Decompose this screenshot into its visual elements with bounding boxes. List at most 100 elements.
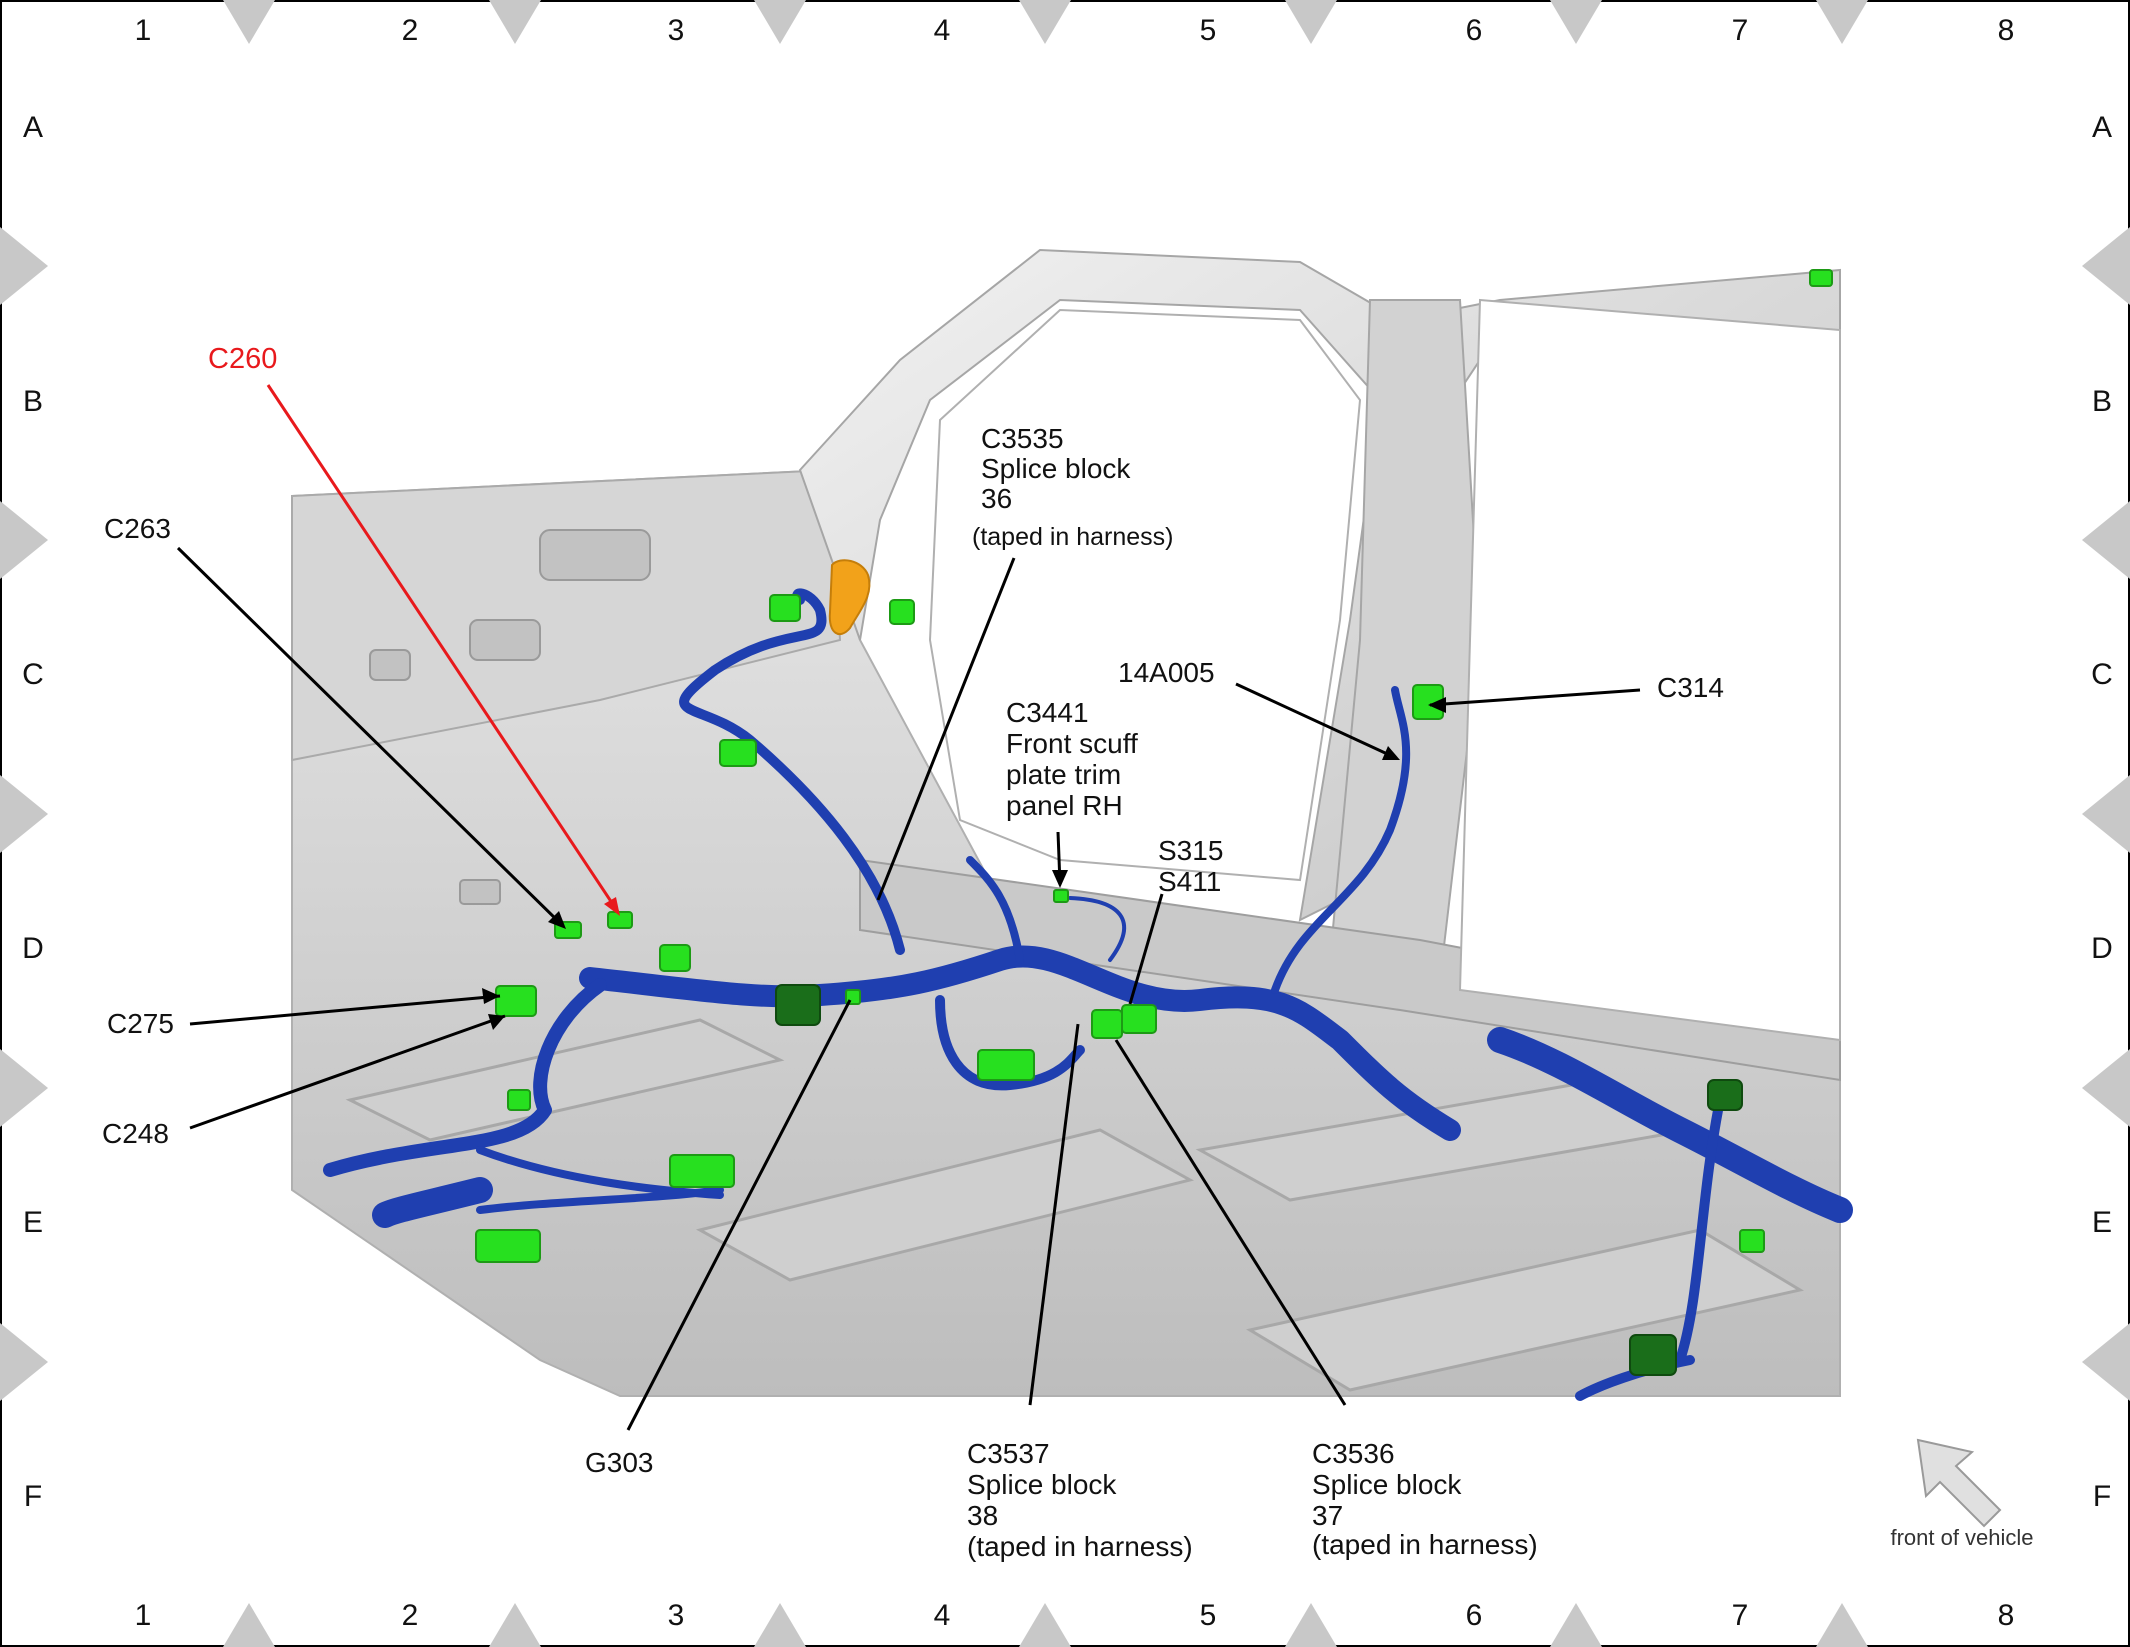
leader-c314 [1429,688,1641,707]
grid-marker-top-1 [223,0,275,44]
rocker-sill [859,858,1841,1082]
connector-front-2 [1739,1229,1765,1253]
arrowhead-14a005 [1382,746,1400,760]
connector-upper-2 [889,599,915,625]
grid-marker-top-3 [754,0,806,44]
front-of-vehicle-arrow-icon [1916,1438,2002,1528]
grid-marker-left-5 [0,1323,48,1401]
label-c3536-line2: Splice block [1312,1469,1462,1500]
connector-mid-1 [659,944,691,972]
leader-c248 [189,1014,506,1130]
harness-pillar-branch [966,686,1411,994]
arrowhead-c3441 [1052,870,1068,888]
row-label-left-e: E [23,1206,43,1239]
connector-floor-2 [669,1154,735,1188]
harness-c3441-branch [1068,896,1127,962]
label-c3535-line3: 36 [981,483,1012,514]
label-g303: G303 [585,1447,654,1478]
col-label-top-3: 3 [668,14,685,47]
connector-c275 [495,985,537,1017]
grid-marker-top-4 [1019,0,1071,44]
front-of-vehicle-label: front of vehicle [1890,1525,2033,1550]
leader-c3537 [1028,1023,1080,1406]
label-c263: C263 [104,513,171,544]
callout-labels: C263 C275 C248 G303 C3535 Splice block 3… [102,423,1724,1562]
label-c3441-line2: Front scuff [1006,728,1138,759]
label-c3536-line3: 37 [1312,1500,1343,1531]
connectors [475,269,1833,1263]
label-c3536-line4: (taped in harness) [1312,1529,1538,1560]
col-label-bottom-3: 3 [668,1599,685,1632]
connector-dark-1 [775,984,821,1026]
grid-marker-top-2 [489,0,541,44]
crossmember-2 [695,1128,1195,1282]
row-label-left-c: C [22,658,44,691]
label-c3535-line1: C3535 [981,423,1064,454]
vehicle-body-illustration [291,248,1841,1397]
col-label-bottom-8: 8 [1998,1599,2015,1632]
col-label-top-2: 2 [402,14,419,47]
connector-c3441 [1053,889,1069,903]
grid-marker-right-2 [2082,501,2130,579]
label-c3537-line3: 38 [967,1500,998,1531]
col-label-top-7: 7 [1732,14,1749,47]
row-label-right-c: C [2091,658,2113,691]
connector-dark-3 [1707,1079,1743,1111]
leader-s315 [1128,893,1164,1005]
label-c3535-line4: (taped in harness) [972,523,1174,551]
label-c3441-line3: plate trim [1006,759,1121,790]
bulkhead-details [369,529,651,905]
connector-upper-3 [719,739,757,767]
harness-front-branch [1487,1027,1853,1223]
col-label-bottom-7: 7 [1732,1599,1749,1632]
col-label-bottom-4: 4 [934,1599,951,1632]
grid-marker-bottom-6 [1550,1603,1602,1647]
crossmember-1 [345,1018,785,1142]
connector-upper-1 [769,594,801,622]
row-label-left-f: F [24,1480,42,1513]
label-c314: C314 [1657,672,1724,703]
col-label-top-4: 4 [934,14,951,47]
grid-marker-bottom-7 [1816,1603,1868,1647]
grid-marker-left-4 [0,1049,48,1127]
col-label-bottom-5: 5 [1200,1599,1217,1632]
label-c3536-line1: C3536 [1312,1438,1395,1469]
connector-floor-1 [475,1229,541,1263]
col-label-top-6: 6 [1466,14,1483,47]
grid-marker-right-3 [2082,775,2130,853]
harness-upper-branch [679,588,905,955]
grid-marker-bottom-4 [1019,1603,1071,1647]
grid-marker-left-3 [0,775,48,853]
leader-lines [176,546,1641,1431]
grid-marker-left-1 [0,227,48,305]
connector-dark-2 [1629,1334,1677,1376]
rear-door-opening [1458,298,1841,1042]
label-c3537-line1: C3537 [967,1438,1050,1469]
harness-rear-branch [323,978,607,1177]
grid-marker-right-1 [2082,227,2130,305]
label-c3535-line2: Splice block [981,453,1131,484]
harness-seat-branch [476,1146,724,1214]
arrowhead-c263 [548,911,566,929]
col-label-bottom-6: 6 [1466,1599,1483,1632]
row-label-right-e: E [2092,1206,2112,1239]
label-c3441-line1: C3441 [1006,697,1089,728]
label-c3537-line4: (taped in harness) [967,1531,1193,1562]
label-c3537-line2: Splice block [967,1469,1117,1500]
floor-crossmembers [345,1018,1804,1392]
grid-marker-left-2 [0,501,48,579]
arrowhead-c275 [482,988,500,1004]
grid-marker-bottom-1 [223,1603,275,1647]
connector-front-1 [1809,269,1833,287]
bulkhead-panel-1 [539,529,651,581]
grid-marker-top-6 [1550,0,1602,44]
row-label-right-f: F [2093,1480,2111,1513]
row-labels: A B C D E F A B C D E F [22,111,2113,1513]
leader-14a005 [1235,682,1397,760]
front-door-opening [928,308,1362,882]
label-s315: S315 [1158,835,1223,866]
label-c3441-line4: panel RH [1006,790,1123,821]
column-labels: 1 2 3 4 5 6 7 8 1 2 3 4 5 6 7 8 [135,14,2015,1632]
